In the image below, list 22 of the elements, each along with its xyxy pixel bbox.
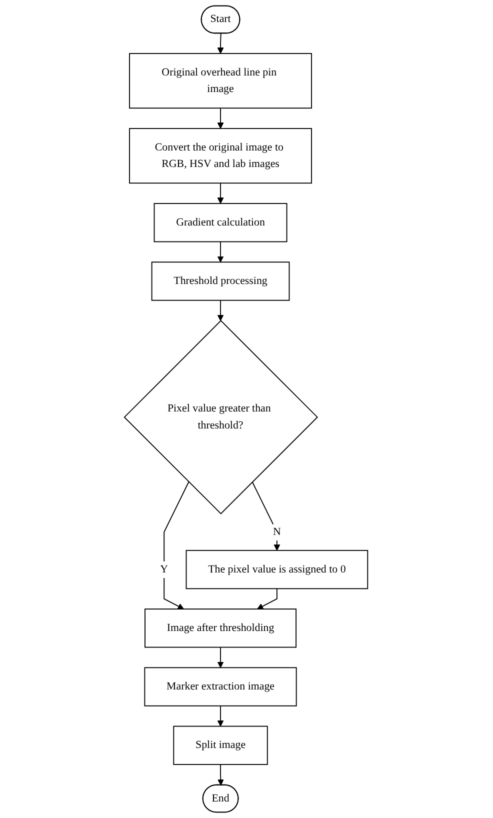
arrow (218, 646, 224, 668)
arrow (258, 588, 278, 610)
node-box: Threshold processing (152, 262, 290, 301)
node-box: Image after thresholding (145, 608, 297, 648)
arrow (218, 241, 224, 262)
arrow (218, 764, 224, 786)
arrow (218, 108, 224, 129)
node-diamond: Pixel value greater than threshold? (124, 320, 318, 514)
node-box: Original overhead line pin image (130, 53, 312, 109)
arrow (218, 300, 224, 321)
arrow (218, 705, 224, 727)
node-box: Convert the original image to RGB, HSV and lab images (130, 128, 312, 184)
node-box: Marker extraction image (144, 667, 298, 706)
arrow (218, 33, 224, 54)
arrow (252, 481, 281, 551)
edge-label: N (273, 526, 282, 538)
edge-label: Y (160, 564, 169, 576)
node-box: The pixel value is assigned to 0 (186, 550, 369, 590)
node-box: Gradient calculation (154, 203, 288, 242)
arrow (218, 182, 224, 204)
arrow (164, 481, 190, 610)
node-box: Split image (174, 726, 268, 765)
